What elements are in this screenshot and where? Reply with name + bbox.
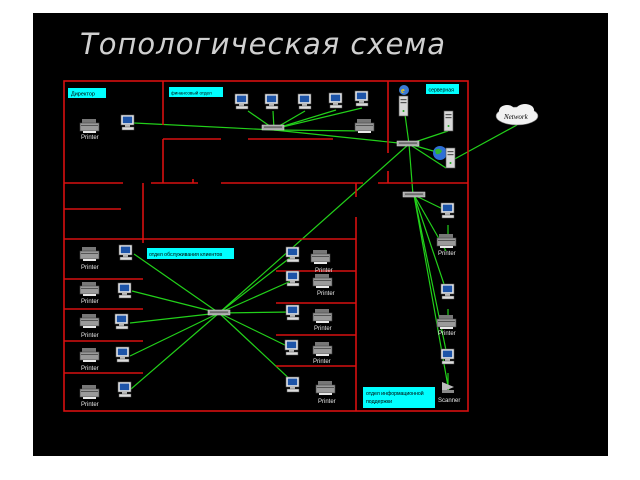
scanner-label: Scanner — [438, 398, 460, 404]
printer-label: Printer — [438, 331, 456, 337]
printer-label: Printer — [81, 333, 99, 339]
printer-label: Printer — [81, 299, 99, 305]
room-label-director: Директор — [68, 88, 106, 98]
svg-text:Директор: Директор — [71, 92, 95, 98]
pc-icon — [285, 304, 300, 321]
room-label-customer-service: отдел обслуживания клиентов — [147, 248, 234, 259]
svg-text:e: e — [401, 86, 405, 95]
svg-text:отдел информационной: отдел информационной — [366, 390, 424, 397]
pc-icon — [440, 202, 455, 219]
svg-text:серверная: серверная — [429, 88, 455, 94]
room-label-server: серверная — [426, 84, 459, 94]
pc-icon — [114, 313, 129, 330]
pc-icon — [115, 346, 130, 363]
printer-icon — [79, 347, 100, 363]
printer-icon — [79, 313, 100, 329]
printer-label: Printer — [314, 326, 332, 332]
printer-icon — [436, 314, 457, 330]
server-icon — [398, 95, 409, 117]
printer-label: Printer — [315, 268, 333, 274]
printer-icon — [354, 118, 375, 134]
pc-icon — [264, 93, 279, 110]
pc-icon — [285, 270, 300, 287]
hub-icon — [396, 140, 420, 147]
printer-icon — [312, 308, 333, 324]
hub-icon — [261, 124, 285, 131]
globe-icon — [433, 146, 447, 160]
printer-icon — [79, 281, 100, 297]
hub-icon — [402, 191, 426, 198]
printer-icon — [310, 249, 331, 265]
printer-label: Printer — [81, 366, 99, 372]
pc-icon — [120, 114, 135, 131]
room-label-finance: финансовый отдел — [169, 87, 223, 97]
printer-label: Printer — [313, 359, 331, 365]
pc-icon — [284, 339, 299, 356]
room-label-it-support: отдел информационной поддержки — [363, 387, 435, 408]
hub-icon — [207, 309, 231, 316]
slide-background: Топологическая схема — [33, 13, 608, 456]
slide-title: Топологическая схема — [80, 27, 446, 61]
svg-text:отдел обслуживания клиентов: отдел обслуживания клиентов — [149, 252, 222, 258]
printer-label: Printer — [81, 402, 99, 408]
printer-icon — [436, 233, 457, 249]
pc-icon — [440, 283, 455, 300]
pc-icon — [117, 381, 132, 398]
pc-icon — [354, 90, 369, 107]
printer-label: Printer — [317, 291, 335, 297]
network-label: Network — [503, 113, 529, 121]
printer-icon — [79, 246, 100, 262]
svg-text:финансовый отдел: финансовый отдел — [171, 90, 212, 96]
printer-icon — [315, 380, 336, 396]
pc-icon — [234, 93, 249, 110]
pc-icon — [285, 246, 300, 263]
scanner-icon — [442, 382, 454, 393]
server-icon — [443, 110, 454, 132]
printer-icon — [79, 118, 100, 134]
floor-plan-walls — [63, 80, 469, 412]
cloud-icon: Network — [495, 104, 539, 126]
pc-icon — [118, 244, 133, 261]
printer-icon — [79, 384, 100, 400]
ie-icon: e — [399, 85, 409, 95]
printer-icon — [312, 341, 333, 357]
printer-label: Printer — [81, 135, 99, 141]
pc-icon — [285, 376, 300, 393]
pc-icon — [440, 348, 455, 365]
printer-label: Printer — [81, 265, 99, 271]
pc-icon — [297, 93, 312, 110]
printer-icon — [312, 273, 333, 289]
server-icon — [445, 147, 456, 169]
pc-icon — [117, 282, 132, 299]
printer-label: Printer — [438, 251, 456, 257]
pc-icon — [328, 92, 343, 109]
printer-label: Printer — [318, 399, 336, 405]
topology-diagram: Директор финансовый отдел серверная отде… — [63, 80, 539, 412]
svg-text:поддержки: поддержки — [366, 399, 392, 405]
